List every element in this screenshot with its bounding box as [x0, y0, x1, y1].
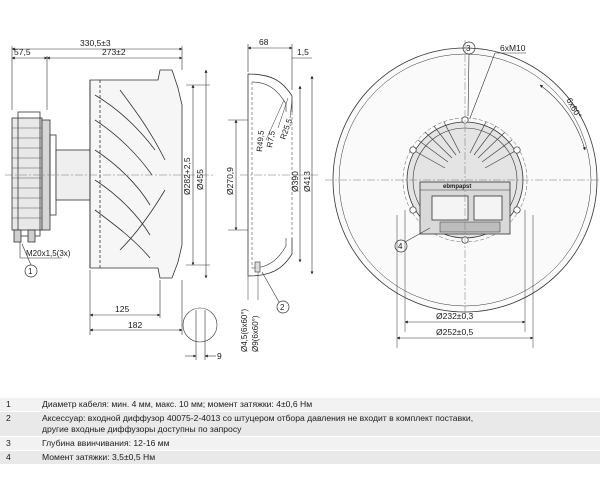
dim-d413: Ø413 [302, 171, 312, 192]
detail-circle [182, 307, 218, 360]
callout-2-label: 2 [280, 303, 285, 312]
side-right-dims [186, 69, 210, 279]
dim-holes1: Ø4,5(6x60°) [240, 308, 249, 352]
dim-d390: Ø390 [290, 171, 300, 192]
callout-4-label: 4 [398, 242, 403, 251]
note-number: 4 [6, 452, 11, 462]
note-text: Глубина ввинчивания: 12-16 мм [42, 438, 600, 449]
nozzle-profile-bottom [247, 238, 293, 277]
dim-nozzle-width: 68 [259, 37, 269, 47]
callout-1-label: 1 [28, 267, 33, 276]
dim-overall: 330,5±3 [80, 38, 111, 48]
motor-housing [11, 111, 91, 243]
note-row: 4 Момент затяжки: 3,5±0,5 Нм [0, 450, 600, 464]
dim-inner-dia: Ø282+2,5 [182, 157, 192, 195]
side-bottom-dims [89, 270, 183, 335]
dim-pcd1: Ø232±0,3 [436, 311, 474, 321]
front-view [325, 40, 600, 348]
dim-thread-m10: 6xM10 [500, 43, 526, 53]
dim-pcd2: Ø252±0,5 [436, 327, 474, 337]
dim-holes2: Ø9(6x60°) [251, 315, 260, 352]
note-row: 1 Диаметр кабеля: мин. 4 мм, макс. 10 мм… [0, 397, 600, 411]
dim-r49: R49,5 [255, 130, 266, 153]
note-line: Аксессуар: входной диффузор 40075-2-4013… [42, 413, 474, 423]
note-text: Момент затяжки: 3,5±0,5 Нм [42, 452, 600, 463]
note-row: 2 Аксессуар: входной диффузор 40075-2-40… [0, 411, 600, 436]
note-line: другие входные диффузоры доступны по зап… [42, 424, 242, 434]
dim-nozzle-wall: 1,5 [297, 47, 309, 57]
notes-table: 1 Диаметр кабеля: мин. 4 мм, макс. 10 мм… [0, 397, 600, 464]
side-top-dims [11, 46, 183, 110]
side-view [5, 46, 218, 360]
note-line: Глубина ввинчивания: 12-16 мм [42, 438, 170, 448]
callout-3-label: 3 [466, 44, 471, 53]
note-number: 1 [6, 399, 11, 409]
technical-drawing: 330,5±3 57,5 273±2 Ø282+2,5 Ø455 125 182… [5, 37, 600, 361]
note-text: Аксессуар: входной диффузор 40075-2-4013… [42, 413, 600, 435]
note-number: 3 [6, 438, 11, 448]
dim-d270: Ø270,9 [225, 167, 235, 195]
note-text: Диаметр кабеля: мин. 4 мм, макс. 10 мм; … [42, 399, 600, 410]
dim-len-182: 182 [128, 320, 142, 330]
detail-dim-9: 9 [217, 351, 222, 361]
note-number: 2 [6, 413, 11, 423]
dim-len-125: 125 [115, 304, 129, 314]
dim-thread-m20: M20x1,5(3x) [26, 249, 71, 258]
nozzle-view [228, 44, 320, 314]
note-line: Диаметр кабеля: мин. 4 мм, макс. 10 мм; … [42, 399, 313, 409]
note-line: Момент затяжки: 3,5±0,5 Нм [42, 452, 156, 462]
brand-label: ebmpapst [443, 184, 471, 190]
dim-offset: 57,5 [14, 47, 31, 57]
dim-outer-dia: Ø455 [195, 169, 205, 190]
nozzle-profile-top [247, 73, 293, 112]
impeller [89, 69, 183, 279]
dim-r7: R7,5 [265, 130, 277, 149]
dim-inlet-depth: 273±2 [102, 47, 126, 57]
note-row: 3 Глубина ввинчивания: 12-16 мм [0, 436, 600, 450]
